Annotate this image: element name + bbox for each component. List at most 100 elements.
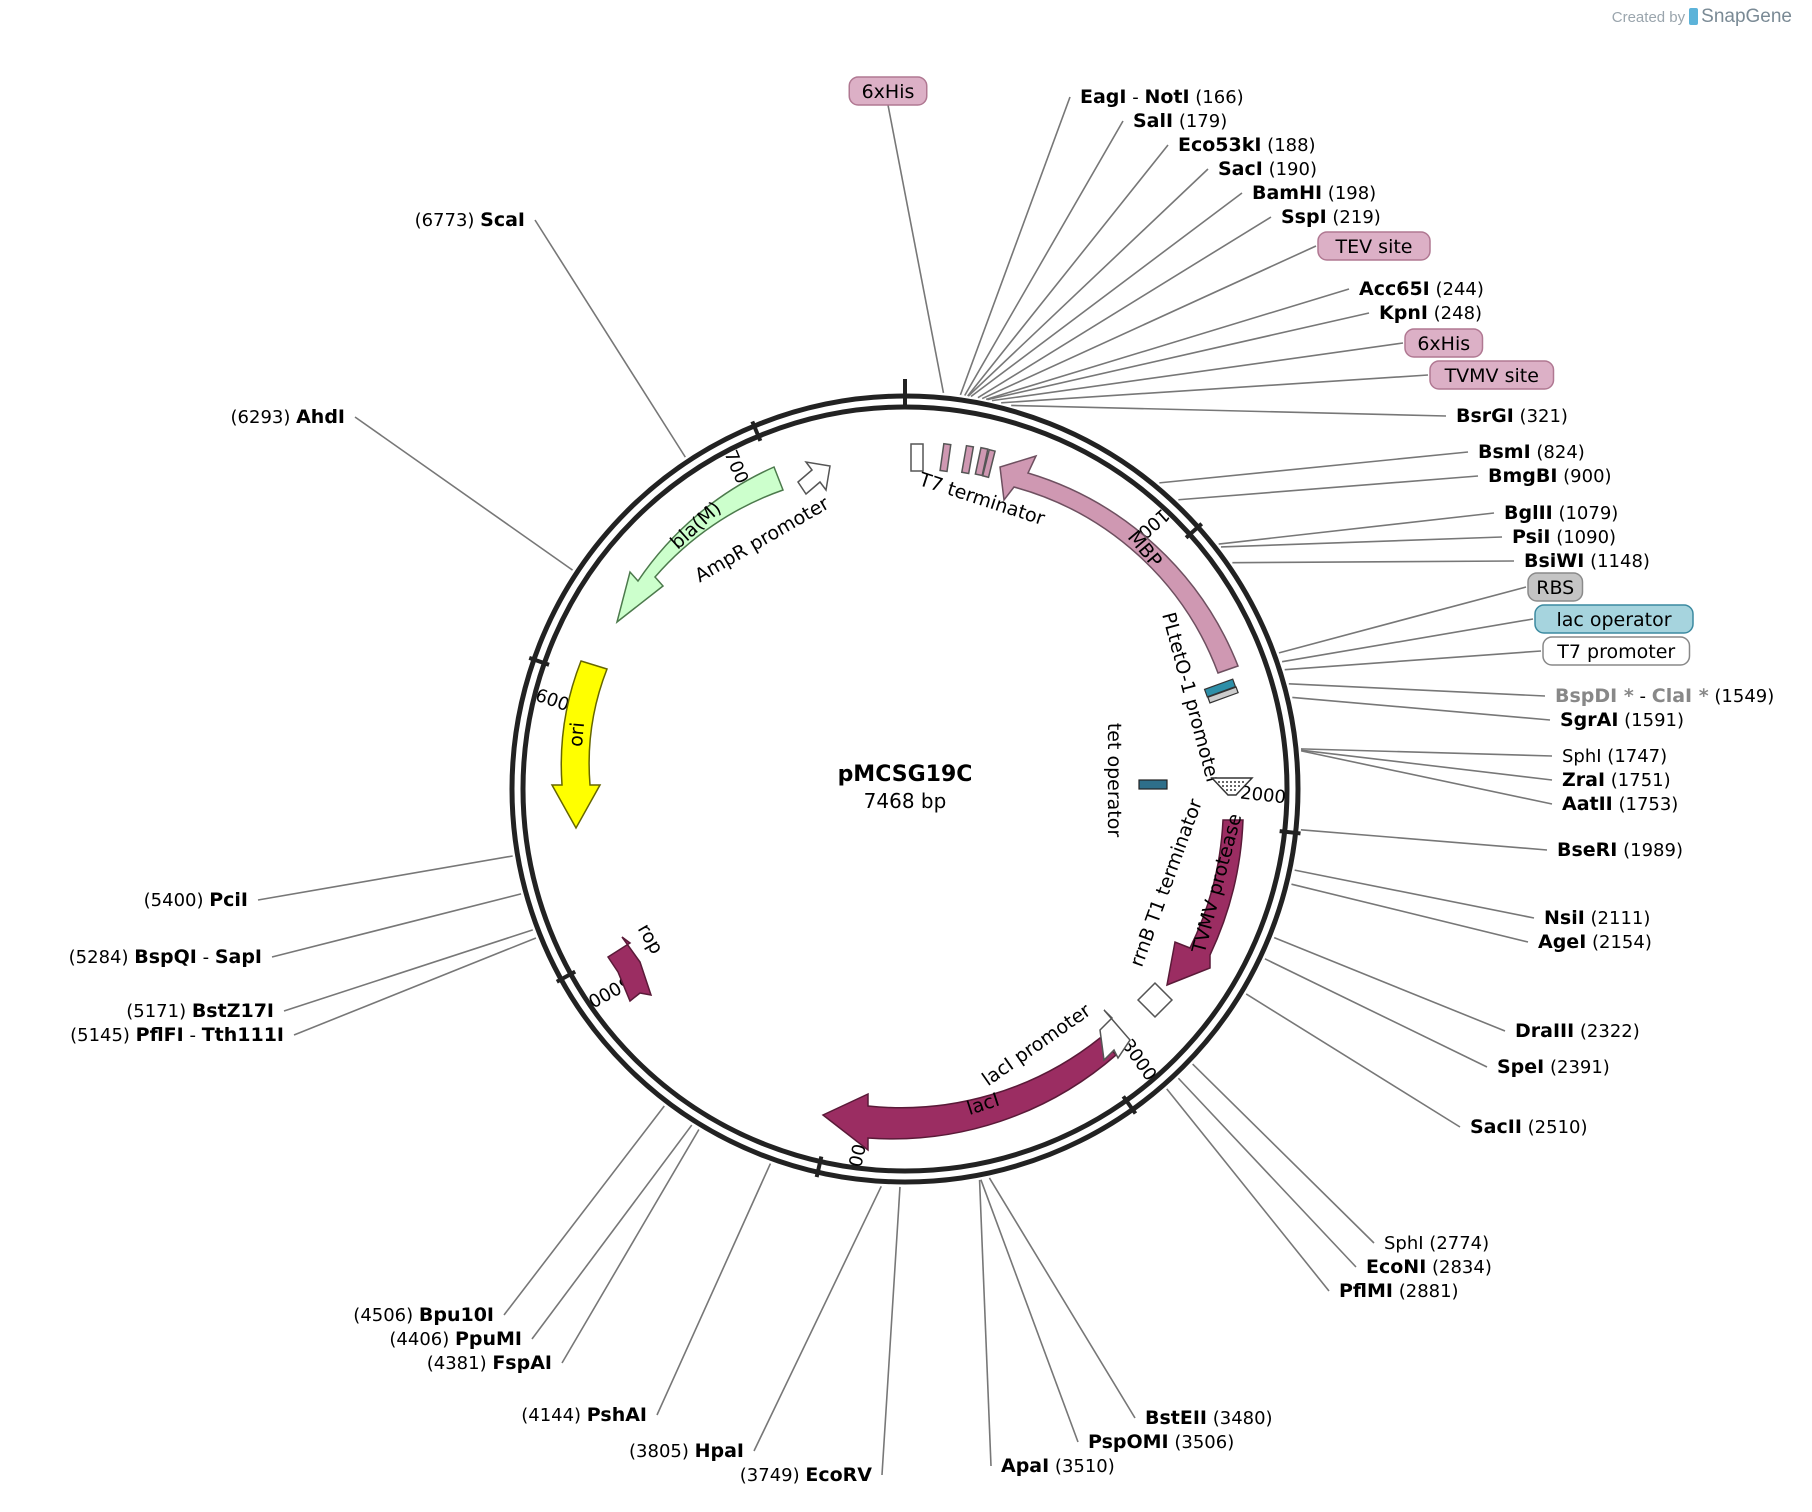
site-label-part: BseRI xyxy=(1557,839,1617,861)
site-label[interactable]: SphI (2774) xyxy=(1384,1233,1489,1254)
site-label[interactable]: (4406) PpuMI xyxy=(389,1328,522,1350)
site-label[interactable]: BsrGI (321) xyxy=(1456,405,1568,427)
callout-box[interactable] xyxy=(1534,604,1694,634)
site-label[interactable]: (5284) BspQI - SapI xyxy=(69,946,262,968)
site-label-part: PsiI xyxy=(1512,526,1550,548)
site-label[interactable]: PsiI (1090) xyxy=(1512,526,1616,548)
site-label[interactable]: BglII (1079) xyxy=(1504,502,1618,524)
created-by-text: Created by xyxy=(1611,9,1686,26)
site-label[interactable]: PflMI (2881) xyxy=(1339,1280,1459,1302)
callout-box[interactable] xyxy=(1404,328,1484,358)
callout-box[interactable] xyxy=(1429,360,1555,390)
tvmv-site-box[interactable] xyxy=(981,448,996,479)
site-label-part: Eco53kI xyxy=(1178,134,1261,156)
tick-label: 2000 xyxy=(1239,782,1287,808)
site-label[interactable]: (4144) PshAI xyxy=(521,1404,647,1426)
callout-box[interactable] xyxy=(1527,572,1584,602)
site-label[interactable]: BseRI (1989) xyxy=(1557,839,1683,861)
site-label-part: (198) xyxy=(1322,183,1376,204)
site-leader-line xyxy=(970,192,1243,398)
site-leader-line xyxy=(1292,696,1551,721)
site-label[interactable]: (5400) PciI xyxy=(144,889,248,911)
lac-operator-box[interactable] xyxy=(1203,678,1237,698)
feature-bla[interactable] xyxy=(615,465,784,624)
site-label[interactable]: AatII (1753) xyxy=(1562,793,1678,815)
site-label[interactable]: BsmI (824) xyxy=(1478,441,1585,463)
site-label[interactable]: BamHI (198) xyxy=(1252,182,1376,204)
site-label[interactable]: (5145) PflFI - Tth111I xyxy=(70,1024,284,1046)
site-label[interactable]: SacII (2510) xyxy=(1470,1116,1588,1138)
site-label[interactable]: SphI (1747) xyxy=(1562,746,1667,767)
site-label[interactable]: BsiWI (1148) xyxy=(1524,550,1650,572)
site-label[interactable]: SacI (190) xyxy=(1218,158,1317,180)
tet-operator-box[interactable] xyxy=(1138,779,1168,790)
feature-laci[interactable] xyxy=(821,1036,1118,1152)
site-label[interactable]: ApaI (3510) xyxy=(1001,1455,1115,1477)
site-label[interactable]: Acc65I (244) xyxy=(1359,278,1484,300)
site-leader-line xyxy=(1294,869,1535,919)
site-label[interactable]: NsiI (2111) xyxy=(1544,907,1650,929)
site-label-part: BsmI xyxy=(1478,441,1531,463)
site-label[interactable]: PspOMI (3506) xyxy=(1088,1431,1234,1453)
t7-terminator-box[interactable] xyxy=(910,443,924,472)
callout-box[interactable] xyxy=(1542,636,1691,666)
site-label-part: (2154) xyxy=(1586,932,1652,953)
tick-mark xyxy=(1184,522,1204,540)
site-label-part: (5400) xyxy=(144,890,210,911)
site-leader-line xyxy=(1177,1077,1357,1268)
site-label-part: (1753) xyxy=(1613,794,1679,815)
callout-leader-line xyxy=(1284,650,1542,671)
laci-promoter-arrow[interactable] xyxy=(1099,1009,1131,1062)
site-label[interactable]: Eco53kI (188) xyxy=(1178,134,1316,156)
site-label-part: - xyxy=(184,1025,202,1046)
feature-ori[interactable] xyxy=(550,660,608,830)
site-label-part: PflMI xyxy=(1339,1280,1393,1302)
site-label[interactable]: SalI (179) xyxy=(1133,110,1227,132)
site-label[interactable]: (6773) ScaI xyxy=(415,209,525,231)
site-label[interactable]: (4506) Bpu10I xyxy=(353,1304,494,1326)
site-label[interactable]: (3749) EcoRV xyxy=(740,1464,873,1486)
callout-box[interactable] xyxy=(848,76,928,106)
tev-site-box[interactable] xyxy=(960,444,975,475)
tet-operator-label: tet operator xyxy=(1103,723,1125,838)
site-label[interactable]: ZraI (1751) xyxy=(1562,769,1671,791)
site-label[interactable]: EagI - NotI (166) xyxy=(1080,86,1244,108)
feature-tvmv-protease[interactable] xyxy=(1166,819,1244,987)
site-label-part: (1747) xyxy=(1602,746,1668,767)
site-label[interactable]: SspI (219) xyxy=(1281,206,1381,228)
site-label[interactable]: BspDI * - ClaI * (1549) xyxy=(1555,685,1774,707)
site-leader-line xyxy=(988,1177,1136,1419)
site-label[interactable]: SgrAI (1591) xyxy=(1560,709,1684,731)
tick-mark xyxy=(555,969,577,984)
site-label[interactable]: AgeI (2154) xyxy=(1538,931,1652,953)
site-label[interactable]: DraIII (2322) xyxy=(1515,1020,1640,1042)
rbs-box[interactable] xyxy=(1207,686,1239,704)
site-leader-line xyxy=(1291,883,1529,943)
site-label[interactable]: EcoNI (2834) xyxy=(1366,1256,1492,1278)
site-label[interactable]: BstEII (3480) xyxy=(1145,1407,1273,1429)
tick-mark xyxy=(750,420,763,442)
site-label-part: PpuMI xyxy=(455,1328,522,1350)
site-label-part: * xyxy=(1617,685,1634,707)
his-tag-box-2[interactable] xyxy=(974,446,989,477)
ampr-promoter-arrow[interactable] xyxy=(797,460,831,496)
feature-rop[interactable] xyxy=(606,936,653,1003)
snapgene-logo-icon xyxy=(1689,8,1699,25)
his-tag-box-1[interactable] xyxy=(939,442,952,473)
site-label[interactable]: SpeI (2391) xyxy=(1497,1056,1610,1078)
site-label[interactable]: KpnI (248) xyxy=(1379,302,1482,324)
site-label[interactable]: BmgBI (900) xyxy=(1488,465,1612,487)
rrnb-terminator-box[interactable] xyxy=(1136,981,1174,1019)
callout-box[interactable] xyxy=(1317,231,1431,261)
site-label[interactable]: (5171) BstZ17I xyxy=(126,1000,274,1022)
site-label[interactable]: (6293) AhdI xyxy=(231,406,345,428)
site-label-part: HpaI xyxy=(695,1440,744,1462)
site-label-part: (2834) xyxy=(1426,1257,1492,1278)
site-label[interactable]: (4381) FspAI xyxy=(427,1352,552,1374)
feature-mbp[interactable] xyxy=(999,454,1239,674)
site-leader-line xyxy=(987,312,1370,401)
site-leader-line xyxy=(283,929,534,1012)
site-label[interactable]: (3805) HpaI xyxy=(629,1440,744,1462)
site-label-part: EcoRV xyxy=(805,1464,872,1486)
